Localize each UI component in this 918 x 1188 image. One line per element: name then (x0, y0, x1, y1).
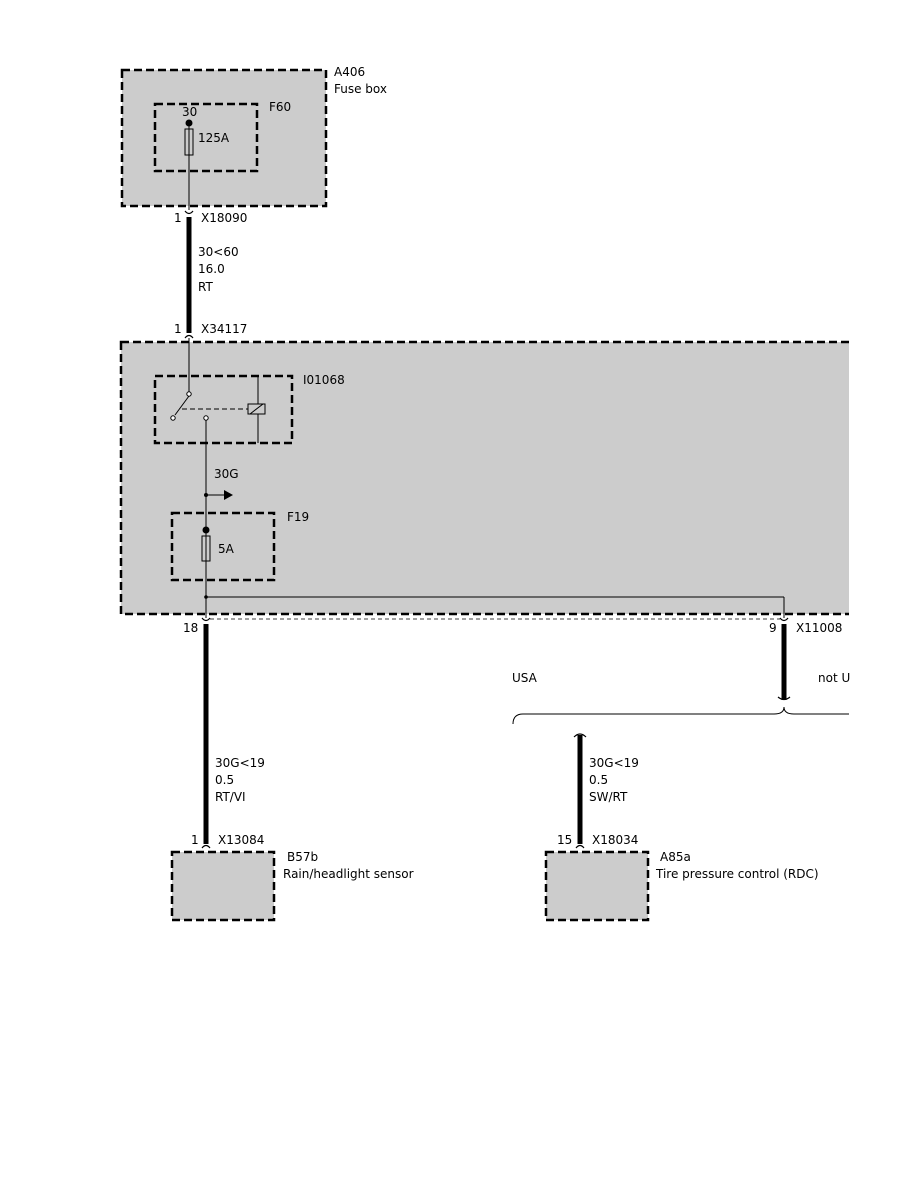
fuse-f19-rating: 5A (218, 542, 235, 556)
component-b57b-id: B57b (287, 850, 318, 864)
wire-main-label: 30<60 16.0 RT (198, 245, 239, 294)
wire-main-signal: 30<60 (198, 245, 239, 259)
relay-i01068: I01068 (153, 373, 345, 445)
arrow-right-icon (224, 490, 233, 500)
module-box (119, 340, 863, 616)
variant-not-usa-label: not U (818, 671, 850, 685)
connector-x13084: 1 X13084 (191, 833, 264, 849)
relay-switch-arm (174, 395, 190, 416)
fuse-f19: F19 5A (170, 510, 309, 582)
relay-coil-icon (247, 403, 266, 415)
connector-x18090-id: X18090 (201, 211, 247, 225)
component-a85a: A85a Tire pressure control (RDC) (544, 850, 819, 922)
fuse-box-name: Fuse box (334, 82, 387, 96)
connector-x11008-id: X11008 (796, 621, 842, 635)
tap-30g-label: 30G (214, 467, 239, 481)
wire-sensor-label: 30G<19 0.5 RT/VI (215, 756, 265, 804)
tap-30g: 30G (204, 467, 239, 500)
wire-sensor-signal: 30G<19 (215, 756, 265, 770)
fuse-box-id: A406 (334, 65, 365, 79)
fuse-box-a406: A406 Fuse box (120, 65, 387, 208)
variant-brace (512, 706, 849, 725)
variant-usa-label: USA (512, 671, 538, 685)
connector-x13084-id: X13084 (218, 833, 264, 847)
component-a85a-id: A85a (660, 850, 691, 864)
connector-x11008: 18 9 X11008 (183, 617, 842, 635)
wire-sensor-color: RT/VI (215, 790, 246, 804)
wire-sensor-size: 0.5 (215, 773, 234, 787)
component-b57b: B57b Rain/headlight sensor (170, 850, 414, 922)
fuse-f19-id: F19 (287, 510, 309, 524)
fuse-f60-id: F60 (269, 100, 291, 114)
connector-x34117-pin: 1 (174, 322, 182, 336)
connector-x13084-pin: 1 (191, 833, 199, 847)
component-b57b-name: Rain/headlight sensor (283, 867, 414, 881)
wire-rdc-signal: 30G<19 (589, 756, 639, 770)
connector-x18034: 15 X18034 (557, 833, 638, 849)
connector-x18034-id: X18034 (592, 833, 638, 847)
wire-rdc-color: SW/RT (589, 790, 628, 804)
connector-x11008-pin-right: 9 (769, 621, 777, 635)
wire-rdc-size: 0.5 (589, 773, 608, 787)
wire-main-size: 16.0 (198, 262, 225, 276)
wire-main-color: RT (198, 280, 213, 294)
connector-x18034-pin: 15 (557, 833, 572, 847)
connector-x34117-id: X34117 (201, 322, 247, 336)
connector-x34117: 1 X34117 (174, 322, 247, 339)
connector-x18090: 1 X18090 (174, 210, 247, 225)
connector-x11008-pin-left: 18 (183, 621, 198, 635)
fuse-f60-pin: 30 (182, 105, 197, 119)
wire-rdc-label: 30G<19 0.5 SW/RT (589, 756, 639, 804)
fuse-f60-rating: 125A (198, 131, 230, 145)
component-a85a-name: Tire pressure control (RDC) (655, 867, 819, 881)
connector-x18090-pin: 1 (174, 211, 182, 225)
relay-id: I01068 (303, 373, 345, 387)
fuse-f60: F60 30 125A (153, 100, 291, 173)
